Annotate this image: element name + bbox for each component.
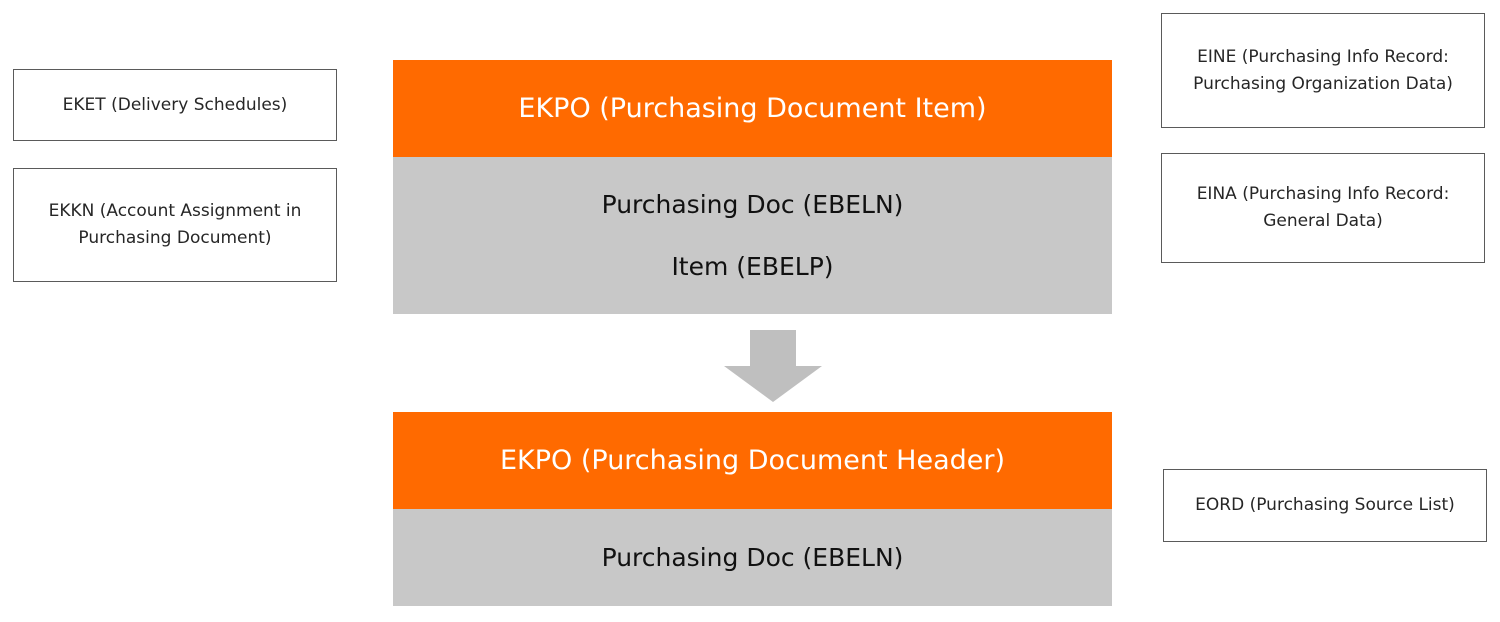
header-entity-body: Purchasing Doc (EBELN) [393,509,1112,606]
item-field-ebeln: Purchasing Doc (EBELN) [601,190,904,219]
eina-box: EINA (Purchasing Info Record: General Da… [1161,153,1485,263]
eine-box: EINE (Purchasing Info Record: Purchasing… [1161,13,1485,128]
ekkn-label-line1: EKKN (Account Assignment in [48,201,302,221]
eket-box: EKET (Delivery Schedules) [13,69,337,141]
ekkn-label-line2: Purchasing Document) [78,228,272,248]
eine-label-line2: Purchasing Organization Data) [1193,73,1453,94]
header-entity: EKPO (Purchasing Document Header) Purcha… [393,412,1112,606]
eina-label-line1: EINA (Purchasing Info Record: [1196,184,1450,204]
eket-label: EKET (Delivery Schedules) [62,94,288,115]
down-arrow-shape [724,330,822,402]
header-entity-title: EKPO (Purchasing Document Header) [499,445,1006,476]
header-field-ebeln: Purchasing Doc (EBELN) [601,543,904,572]
eine-label-line1: EINE (Purchasing Info Record: [1197,46,1449,67]
item-entity-title: EKPO (Purchasing Document Item) [518,93,987,124]
item-entity: EKPO (Purchasing Document Item) Purchasi… [393,60,1112,314]
item-field-ebelp: Item (EBELP) [671,252,834,281]
ekkn-box: EKKN (Account Assignment in Purchasing D… [13,168,337,282]
down-arrow-icon [724,330,822,402]
eord-box: EORD (Purchasing Source List) [1163,469,1487,542]
eord-label: EORD (Purchasing Source List) [1195,495,1455,515]
header-entity-header: EKPO (Purchasing Document Header) [393,412,1112,509]
item-entity-body: Purchasing Doc (EBELN) Item (EBELP) [393,157,1112,314]
item-entity-header: EKPO (Purchasing Document Item) [393,60,1112,157]
eina-label-line2: General Data) [1263,211,1383,231]
